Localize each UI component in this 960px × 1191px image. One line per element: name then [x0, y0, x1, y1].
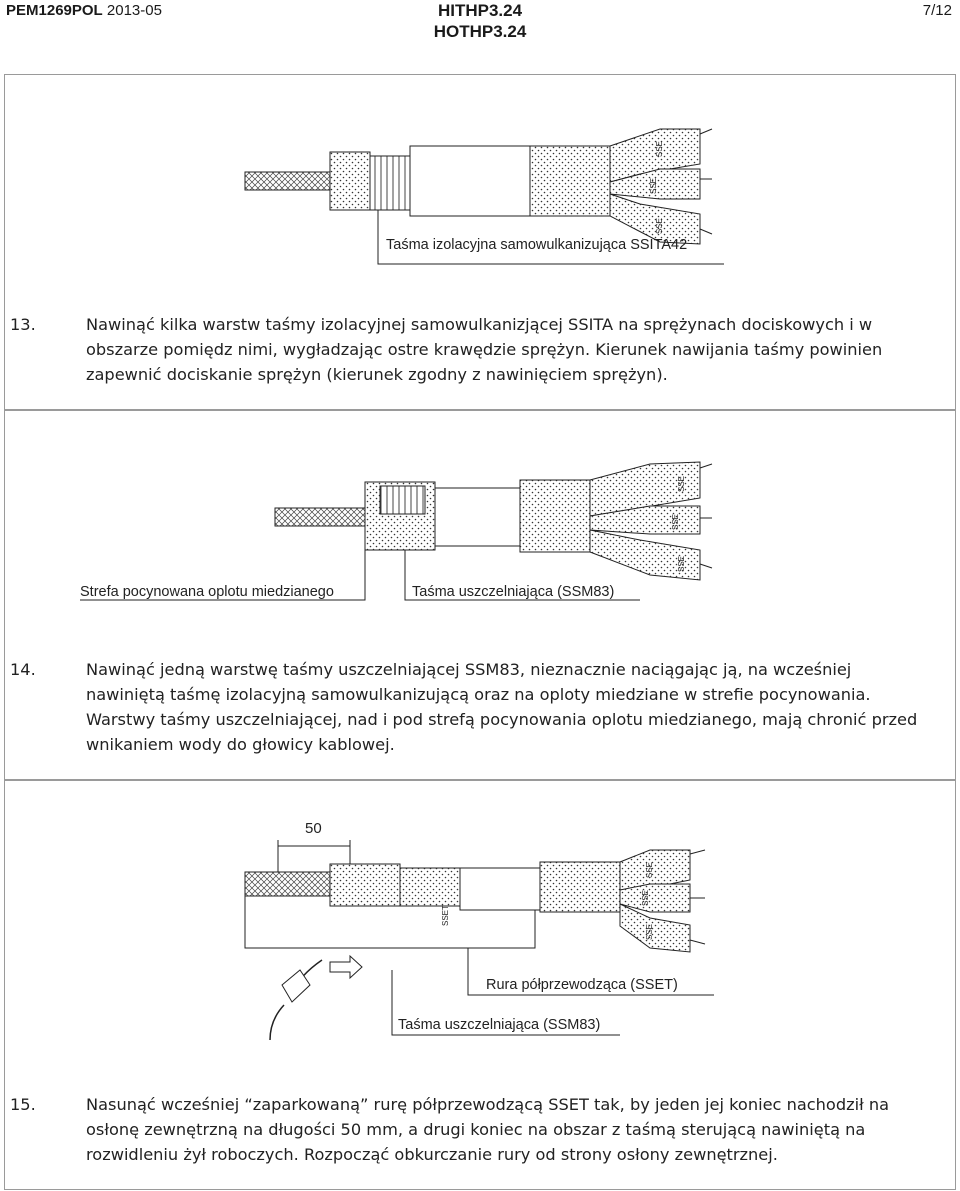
sse-mark: SSE: [677, 556, 686, 572]
figure-frame-3: [4, 780, 956, 1190]
sse-mark: SSE: [655, 141, 664, 157]
sse-mark: SSE: [645, 862, 654, 878]
step-15: 15. Nasunąć wcześniej “zaparkowaną” rurę…: [10, 1095, 890, 1164]
sse-mark: SSE: [671, 514, 680, 530]
sse-mark: SSE: [641, 890, 650, 906]
sset-mark: SSET: [441, 905, 450, 926]
page-number: 7/12: [922, 2, 952, 19]
figure-frame-2: [4, 410, 956, 780]
sse-mark: SSE: [649, 178, 658, 194]
figure-3-label-pipe: Rura półprzewodząca (SSET): [486, 977, 678, 993]
document-title-1: HITHP3.24: [437, 1, 523, 20]
figure-frame-1: [4, 74, 956, 410]
document-title-2: HOTHP3.24: [433, 22, 527, 41]
core-fanout: [589, 461, 713, 581]
figure-1-label: Taśma izolacyjna samowulkanizująca SSITA…: [386, 237, 687, 253]
step-14: 14. Nawinąć jedną warstwę taśmy uszczeln…: [10, 660, 918, 754]
sse-mark: SSE: [655, 218, 664, 234]
figure-1-drawing: SSE SSE SSE Taśma izolacyjna samowulkani…: [244, 128, 724, 265]
figure-2-label-right: Taśma uszczelniająca (SSM83): [412, 584, 614, 600]
page-header: PEM1269POL 2013-05 HITHP3.24 HOTHP3.24 7…: [0, 0, 960, 48]
core-fanout: [609, 128, 713, 245]
step-13: 13. Nawinąć kilka warstw taśmy izolacyjn…: [10, 315, 883, 384]
sse-mark: SSE: [677, 476, 686, 492]
dimension-label: 50: [305, 820, 322, 837]
core-fanout: [619, 849, 706, 953]
figure-2-drawing: SSE SSE SSE Strefa pocynowana oplotu mie…: [80, 461, 713, 601]
direction-arrow-icon: [329, 954, 363, 980]
figure-2-label-left: Strefa pocynowana oplotu miedzianego: [80, 584, 334, 600]
figure-3-label-tape: Taśma uszczelniająca (SSM83): [398, 1017, 600, 1033]
document-code: PEM1269POL 2013-05: [6, 2, 162, 19]
figure-3-drawing: 50 SSE SSE SSE SSET Rura półprzewodząca …: [244, 820, 714, 1041]
heat-gun-icon: [269, 959, 323, 1041]
sse-mark: SSE: [645, 924, 654, 940]
